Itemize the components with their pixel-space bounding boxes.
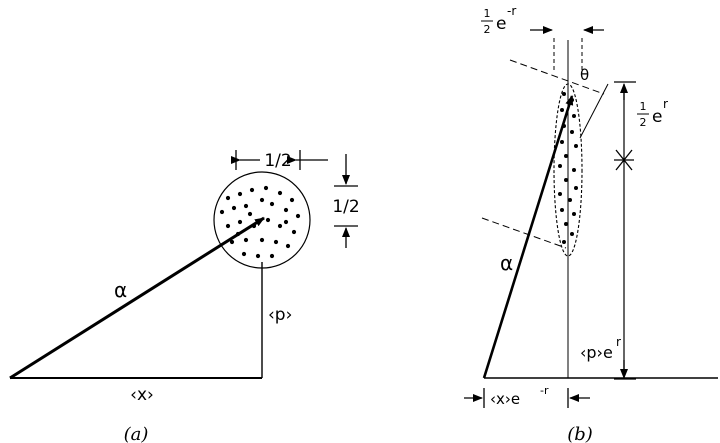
svg-text:2: 2 (640, 116, 647, 129)
panel-a-uncertainty-circle (213, 171, 311, 269)
panel-a-p-label: ‹p› (268, 305, 292, 325)
panel-b-p-label: ‹p›e (580, 343, 613, 362)
panel-a-dots (219, 185, 301, 259)
panel-a-x-label: ‹x› (130, 385, 154, 405)
panel-b-length-label: 1 2 e r (637, 97, 668, 129)
svg-text:-r: -r (507, 4, 516, 18)
panel-a-width-label: 1/2 (264, 151, 291, 171)
panel-b-theta-label: θ (580, 66, 589, 84)
panel-a-height-label: 1/2 (332, 197, 359, 217)
panel-b: θ 1 2 e r 1 2 e -r ‹p›e r (464, 4, 718, 443)
panel-b-alpha-label: α (500, 251, 513, 275)
panel-a-caption: (a) (124, 424, 149, 443)
svg-text:r: r (663, 97, 668, 111)
panel-a: 1/2 1/2 α ‹p› ‹x› (a) (9, 150, 360, 443)
svg-text:e: e (652, 107, 662, 127)
panel-b-x-label: ‹x›e (490, 390, 520, 408)
panel-b-extension-lower (481, 217, 567, 249)
panel-b-extension-upper (509, 59, 605, 95)
panel-b-p-exp: r (616, 335, 621, 349)
panel-b-squeezed-ellipse (553, 83, 583, 257)
panel-b-dim-star-d2 (615, 149, 633, 171)
svg-text:1: 1 (484, 7, 491, 20)
svg-text:2: 2 (484, 23, 491, 36)
svg-text:1: 1 (640, 100, 647, 113)
panel-a-alpha-arrow (9, 216, 265, 380)
panel-b-width-label: 1 2 e -r (481, 4, 516, 36)
panel-b-caption: (b) (567, 424, 593, 443)
panel-a-alpha-label: α (114, 278, 127, 302)
panel-b-alpha-arrow (482, 95, 574, 379)
svg-text:e: e (496, 14, 506, 34)
panel-b-theta-line (579, 83, 609, 139)
panel-b-x-exp: -r (540, 384, 549, 397)
